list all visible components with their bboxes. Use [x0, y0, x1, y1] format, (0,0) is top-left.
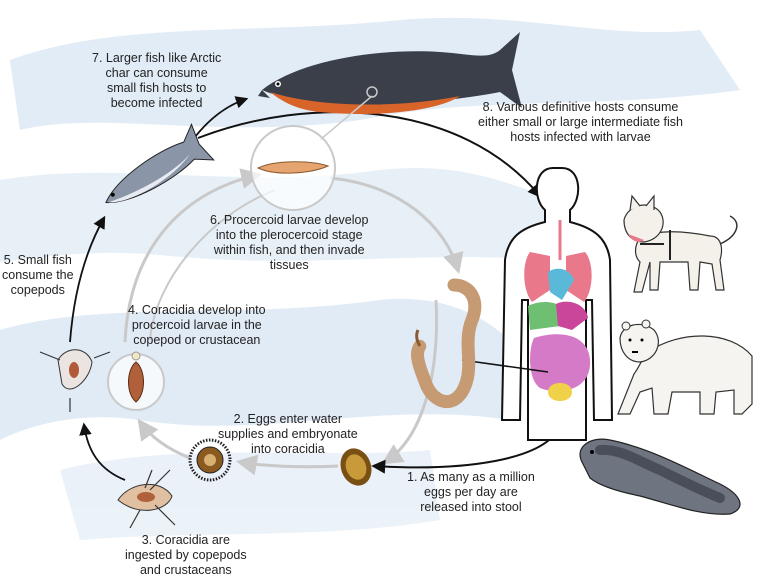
arrow-gray-eggs-to-coracidia	[235, 454, 339, 476]
polar-bear	[617, 319, 753, 415]
plerocercoid-inset	[250, 125, 336, 211]
step-5-label: 5. Small fish consume the copepods	[2, 253, 74, 297]
arctic-char-fish	[258, 32, 522, 115]
arrow-gray-stool-to-eggs	[381, 299, 438, 465]
arrow-black-small-fish-to-char	[194, 96, 249, 138]
arrow-gray-larva-to-fish-inset	[123, 168, 263, 343]
arrow-gray-coracidia-to-copepod	[137, 418, 191, 460]
human-host-silhouette	[500, 167, 614, 441]
arrow-black-small-fish-to-host	[197, 111, 542, 199]
magnifier-line	[319, 95, 373, 141]
step-2-label: 2. Eggs enter water supplies and embryon…	[218, 412, 358, 456]
small-fish	[105, 123, 215, 204]
step-3-label: 3. Coracidia are ingested by copepods an…	[125, 533, 247, 577]
arrow-gray-inset-to-tapeworm	[329, 176, 464, 275]
dog	[623, 194, 738, 293]
procercoid-inset	[107, 351, 165, 411]
adult-tapeworm	[411, 278, 482, 409]
step-7-label: 7. Larger fish like Arctic char can cons…	[92, 51, 222, 110]
magnifier-char-link	[366, 86, 378, 98]
tapeworm-neck	[415, 329, 422, 347]
copepod-ingesting	[117, 469, 176, 529]
tapeworm-pointer-line	[461, 359, 549, 373]
coracidium	[188, 438, 232, 482]
step-1-label: 1. As many as a million eggs per day are…	[407, 470, 535, 514]
arrow-black-copepod-to-small-fish	[69, 215, 106, 343]
arrow-gray-circle-left	[149, 189, 276, 341]
arrow-black-copepod-to-coracidia	[79, 422, 126, 481]
egg	[340, 448, 372, 486]
seal	[579, 438, 741, 515]
copepod-with-larva	[39, 349, 111, 412]
step-6-label: 6. Procercoid larvae develop into the pl…	[210, 213, 369, 272]
step-8-label: 8. Various definitive hosts consume eith…	[478, 100, 683, 144]
step-4-label: 4. Coracidia develop into procercoid lar…	[128, 303, 266, 347]
